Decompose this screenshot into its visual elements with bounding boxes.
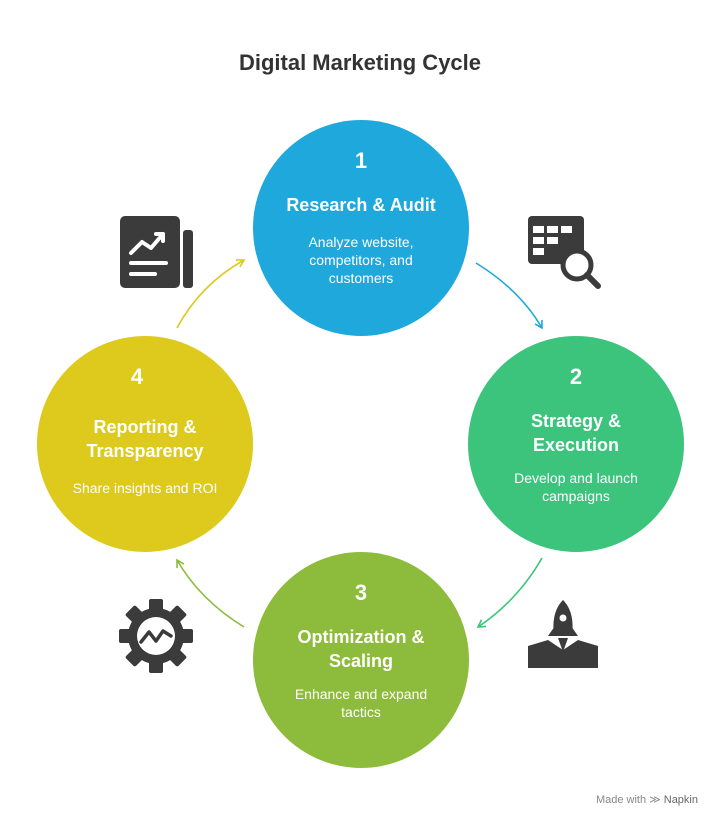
step-1-number: 1: [354, 148, 368, 173]
napkin-logo-icon: ≫: [649, 794, 661, 806]
step-2-heading: Strategy & Execution: [530, 411, 622, 455]
step-1-description: Analyze website, competitors, and custom…: [308, 234, 414, 286]
arrow-1-to-2: [475, 262, 543, 330]
footer-brand: Napkin: [663, 794, 698, 806]
arrow-2-to-3: [476, 557, 543, 628]
step-2-description: Develop and launch campaigns: [514, 470, 638, 504]
step-4-heading: Reporting & Transparency: [86, 417, 204, 461]
step-1-circle: 1 Research & Audit Analyze website, comp…: [253, 120, 469, 336]
arrow-3-to-4: [176, 558, 245, 628]
step-3-heading: Optimization & Scaling: [297, 627, 425, 671]
step-2-circle: 2 Strategy & Execution Develop and launc…: [468, 336, 684, 552]
step-2-number: 2: [569, 364, 583, 389]
step-4-circle: 4 Reporting & Transparency Share insight…: [37, 336, 253, 552]
step-1-heading: Research & Audit: [286, 195, 436, 215]
step-3-number: 3: [354, 580, 368, 605]
step-4-number: 4: [130, 364, 144, 389]
diagram-title: Digital Marketing Cycle: [238, 50, 482, 75]
step-4-description: Share insights and ROI: [72, 480, 218, 496]
step-3-description: Enhance and expand tactics: [294, 686, 428, 720]
footer-prefix: Made with: [595, 794, 647, 806]
footer-credit: Made with ≫ Napkin: [596, 793, 698, 806]
arrow-4-to-1: [176, 259, 246, 329]
step-3-circle: 3 Optimization & Scaling Enhance and exp…: [253, 552, 469, 768]
